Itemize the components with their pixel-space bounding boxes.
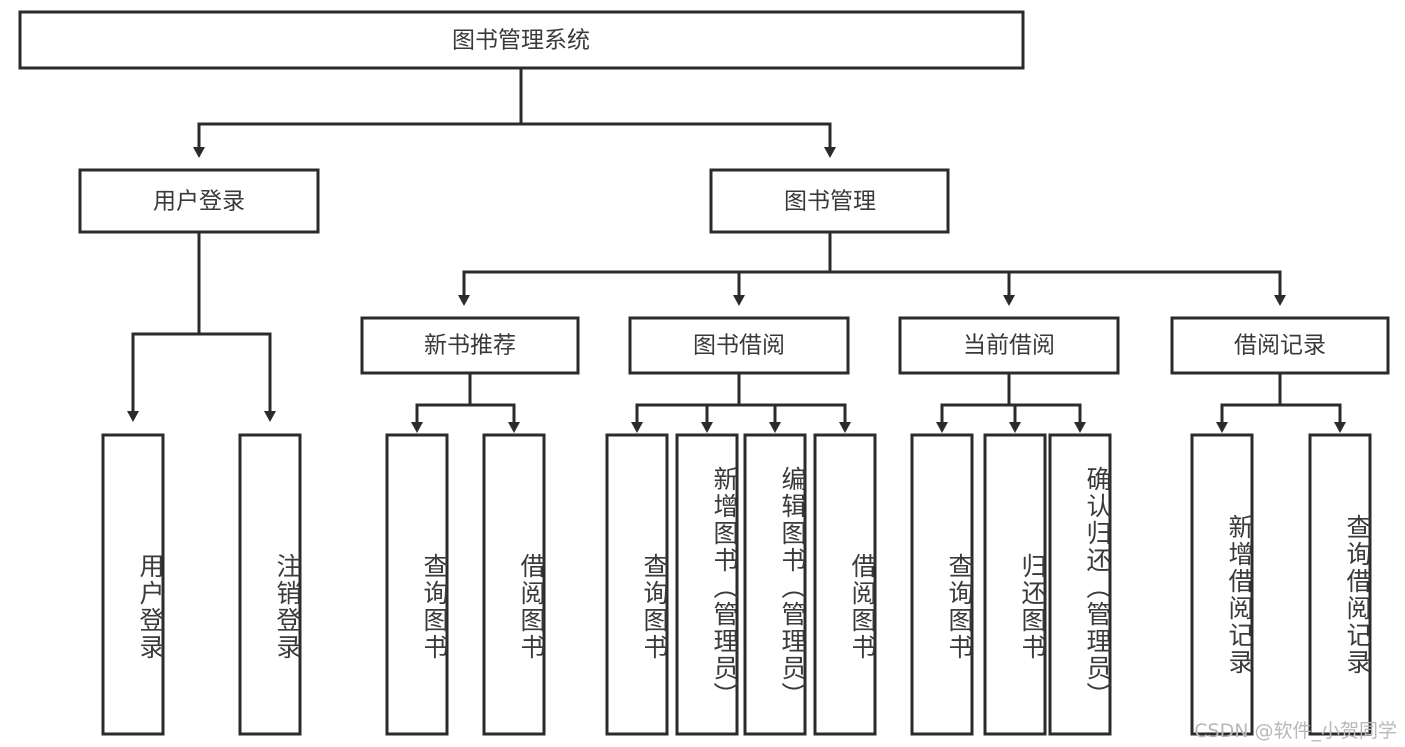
node-book-manage-box[interactable]	[709, 168, 950, 234]
leaf-box-user-login[interactable]	[101, 433, 165, 736]
leaf-box-borrow-book-rec[interactable]	[482, 433, 546, 736]
node-book-manage-label: 图书管理	[784, 189, 876, 215]
leaf-box-edit-book[interactable]	[743, 433, 807, 736]
node-current-borrow-label: 当前借阅	[963, 333, 1055, 359]
leaf-box-query-record[interactable]	[1308, 433, 1372, 736]
node-borrow-record-box[interactable]	[1170, 316, 1390, 375]
leaf-box-query-book-rec[interactable]	[385, 433, 449, 736]
node-user-login-label: 用户登录	[153, 189, 245, 215]
leaf-box-add-record[interactable]	[1190, 433, 1254, 736]
node-book-borrow-label: 图书借阅	[693, 333, 785, 359]
leaf-box-query-book-bb[interactable]	[605, 433, 669, 736]
leaf-box-add-book[interactable]	[675, 433, 739, 736]
node-borrow-record-label: 借阅记录	[1234, 333, 1326, 359]
leaf-box-confirm-return[interactable]	[1048, 433, 1112, 736]
leaf-box-logout[interactable]	[238, 433, 302, 736]
csdn-watermark: CSDN @软件_小贺同学	[1194, 720, 1397, 742]
leaf-box-return-book[interactable]	[983, 433, 1047, 736]
leaf-box-query-book-cb[interactable]	[910, 433, 974, 736]
node-current-borrow-box[interactable]	[898, 316, 1120, 375]
node-root-label: 图书管理系统	[452, 28, 590, 54]
node-book-borrow-box[interactable]	[628, 316, 850, 375]
node-new-book-recommend-label: 新书推荐	[424, 333, 516, 359]
node-root-box[interactable]	[18, 10, 1025, 70]
leaf-box-borrow-book-bb[interactable]	[813, 433, 877, 736]
node-new-book-recommend-box[interactable]	[360, 316, 580, 375]
